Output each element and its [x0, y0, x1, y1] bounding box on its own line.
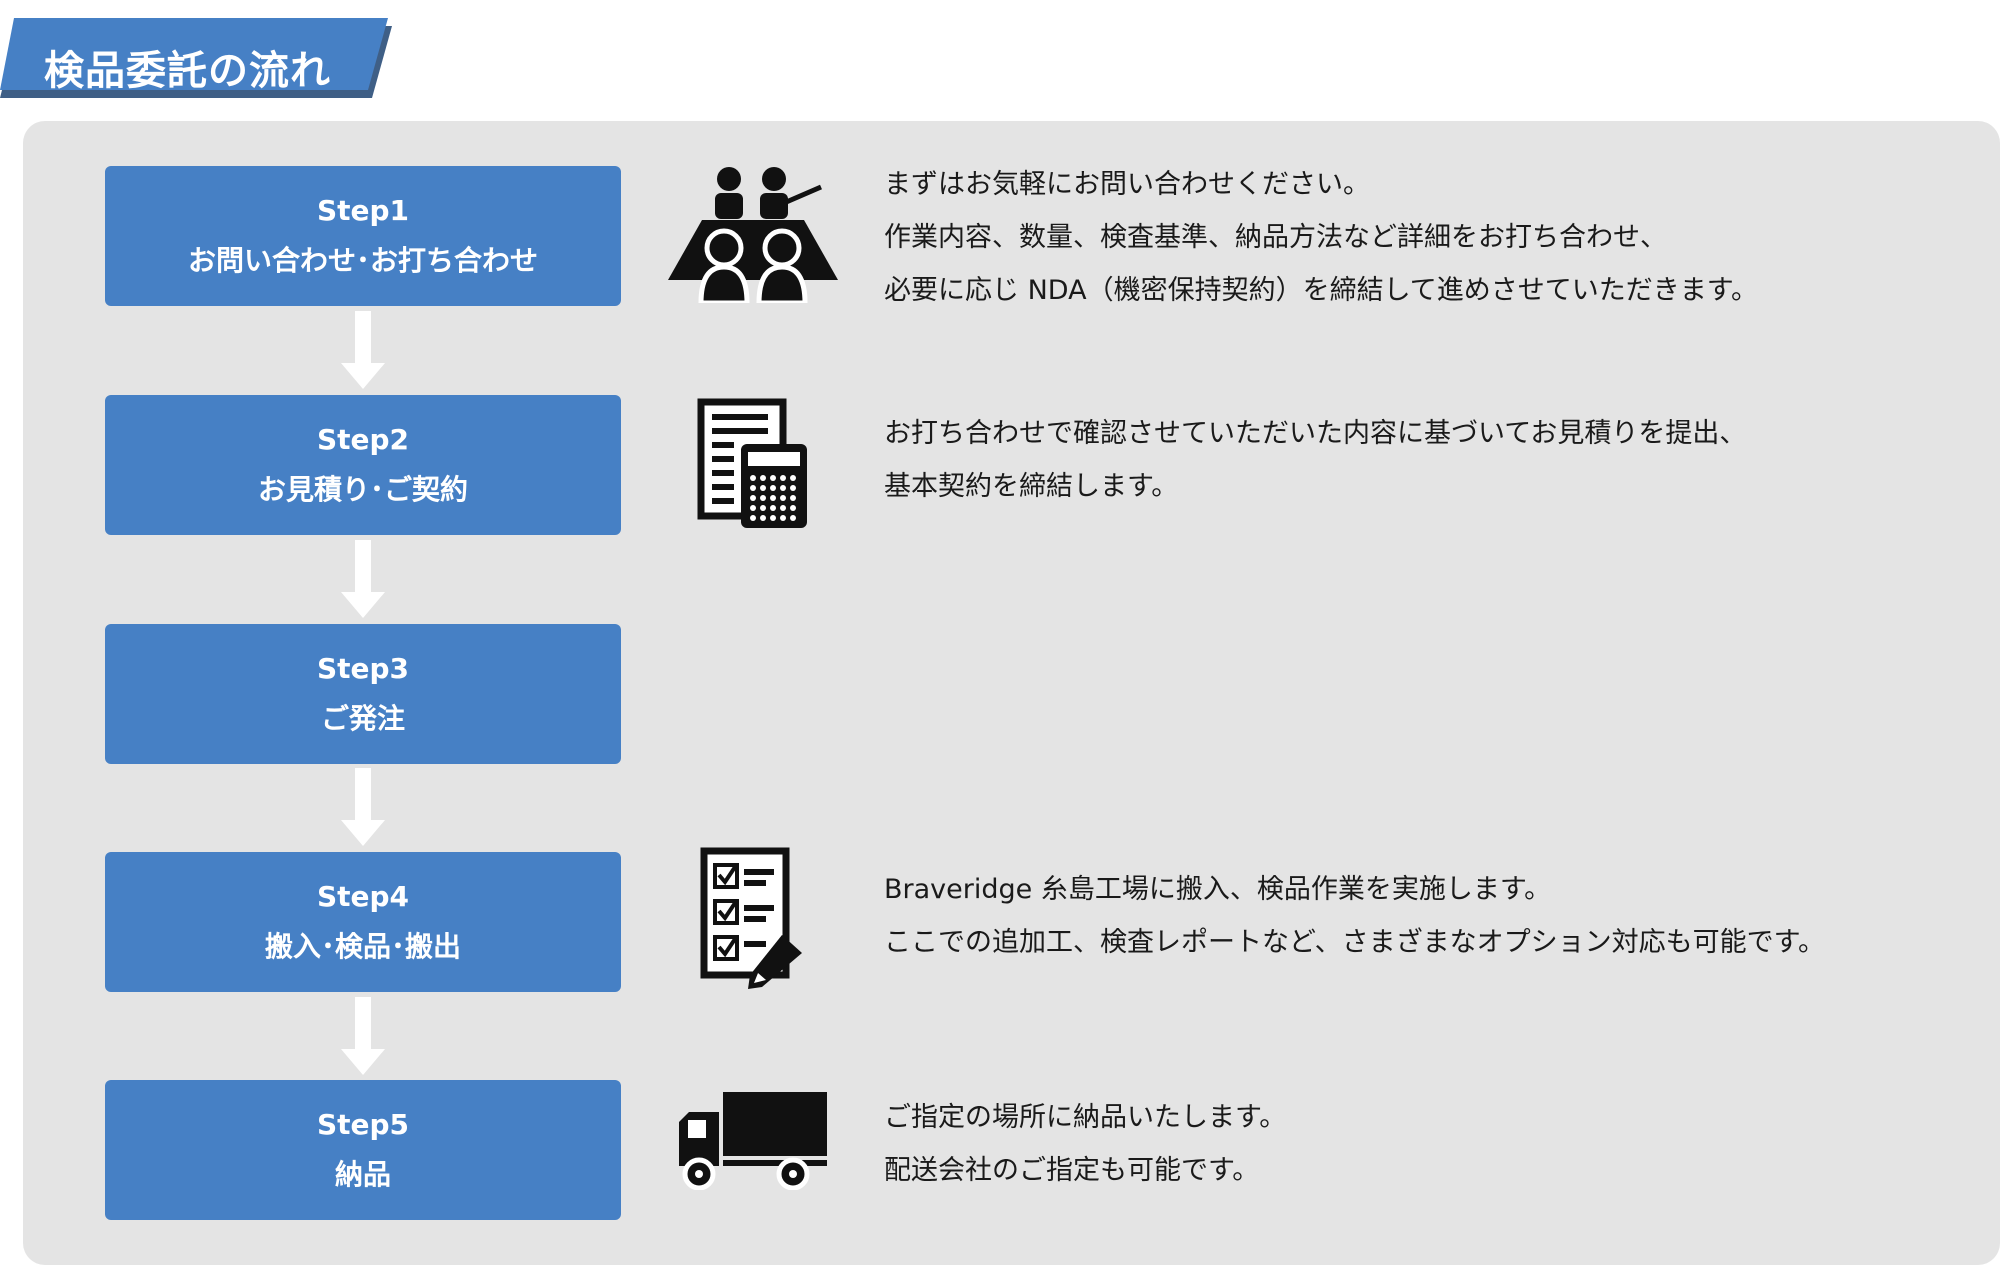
step1-number: Step1: [316, 194, 410, 227]
step5-label: 納品: [334, 1158, 391, 1191]
page-title-banner: 検品委託の流れ: [0, 18, 392, 98]
step5-desc-line: ご指定の場所に納品いたします。: [884, 1102, 1287, 1133]
step2-label: お見積り･ご契約: [257, 473, 468, 506]
step4-description: Braveridge 糸島工場に搬入、検品作業を実施します。 ここでの追加工、検…: [884, 863, 1825, 969]
step3-box: Step3 ご発注: [105, 624, 621, 764]
step1-label: お問い合わせ･お打ち合わせ: [187, 244, 538, 277]
page-title: 検品委託の流れ: [44, 48, 331, 94]
meeting-icon: [668, 167, 838, 303]
step2-box: Step2 お見積り･ご契約: [105, 395, 621, 535]
down-arrow-icon: [341, 540, 385, 618]
step5-box: Step5 納品: [105, 1080, 621, 1220]
step2-desc-line: お打ち合わせで確認させていただいた内容に基づいてお見積りを提出、: [884, 418, 1747, 449]
step4-label: 搬入･検品･搬出: [264, 930, 461, 963]
estimate-calculator-icon: [697, 398, 807, 528]
down-arrow-icon: [341, 997, 385, 1075]
step2-description: お打ち合わせで確認させていただいた内容に基づいてお見積りを提出、 基本契約を締結…: [884, 407, 1746, 513]
step5-number: Step5: [316, 1108, 410, 1141]
step5-desc-line: 配送会社のご指定も可能です。: [884, 1155, 1260, 1186]
step1-desc-line: まずはお気軽にお問い合わせください。: [884, 169, 1370, 200]
step4-desc-line: ここでの追加工、検査レポートなど、さまざまなオプション対応も可能です。: [884, 927, 1825, 958]
step4-desc-line: Braveridge 糸島工場に搬入、検品作業を実施します。: [884, 874, 1552, 905]
down-arrow-icon: [341, 311, 385, 389]
step1-desc-line: 必要に応じ NDA（機密保持契約）を締結して進めさせていただきます。: [884, 275, 1759, 306]
step2-number: Step2: [316, 423, 410, 456]
step3-label: ご発注: [320, 702, 405, 735]
down-arrow-icon: [341, 768, 385, 846]
step4-box: Step4 搬入･検品･搬出: [105, 852, 621, 992]
step1-box: Step1 お問い合わせ･お打ち合わせ: [105, 166, 621, 306]
step1-description: まずはお気軽にお問い合わせください。 作業内容、数量、検査基準、納品方法など詳細…: [884, 158, 1758, 317]
step3-number: Step3: [316, 652, 410, 685]
step5-description: ご指定の場所に納品いたします。 配送会社のご指定も可能です。: [884, 1091, 1286, 1197]
truck-icon: [679, 1092, 827, 1190]
checklist-icon: [700, 847, 802, 989]
step4-number: Step4: [316, 880, 410, 913]
step1-desc-line: 作業内容、数量、検査基準、納品方法など詳細をお打ち合わせ、: [884, 222, 1667, 253]
step2-desc-line: 基本契約を締結します。: [884, 471, 1179, 502]
